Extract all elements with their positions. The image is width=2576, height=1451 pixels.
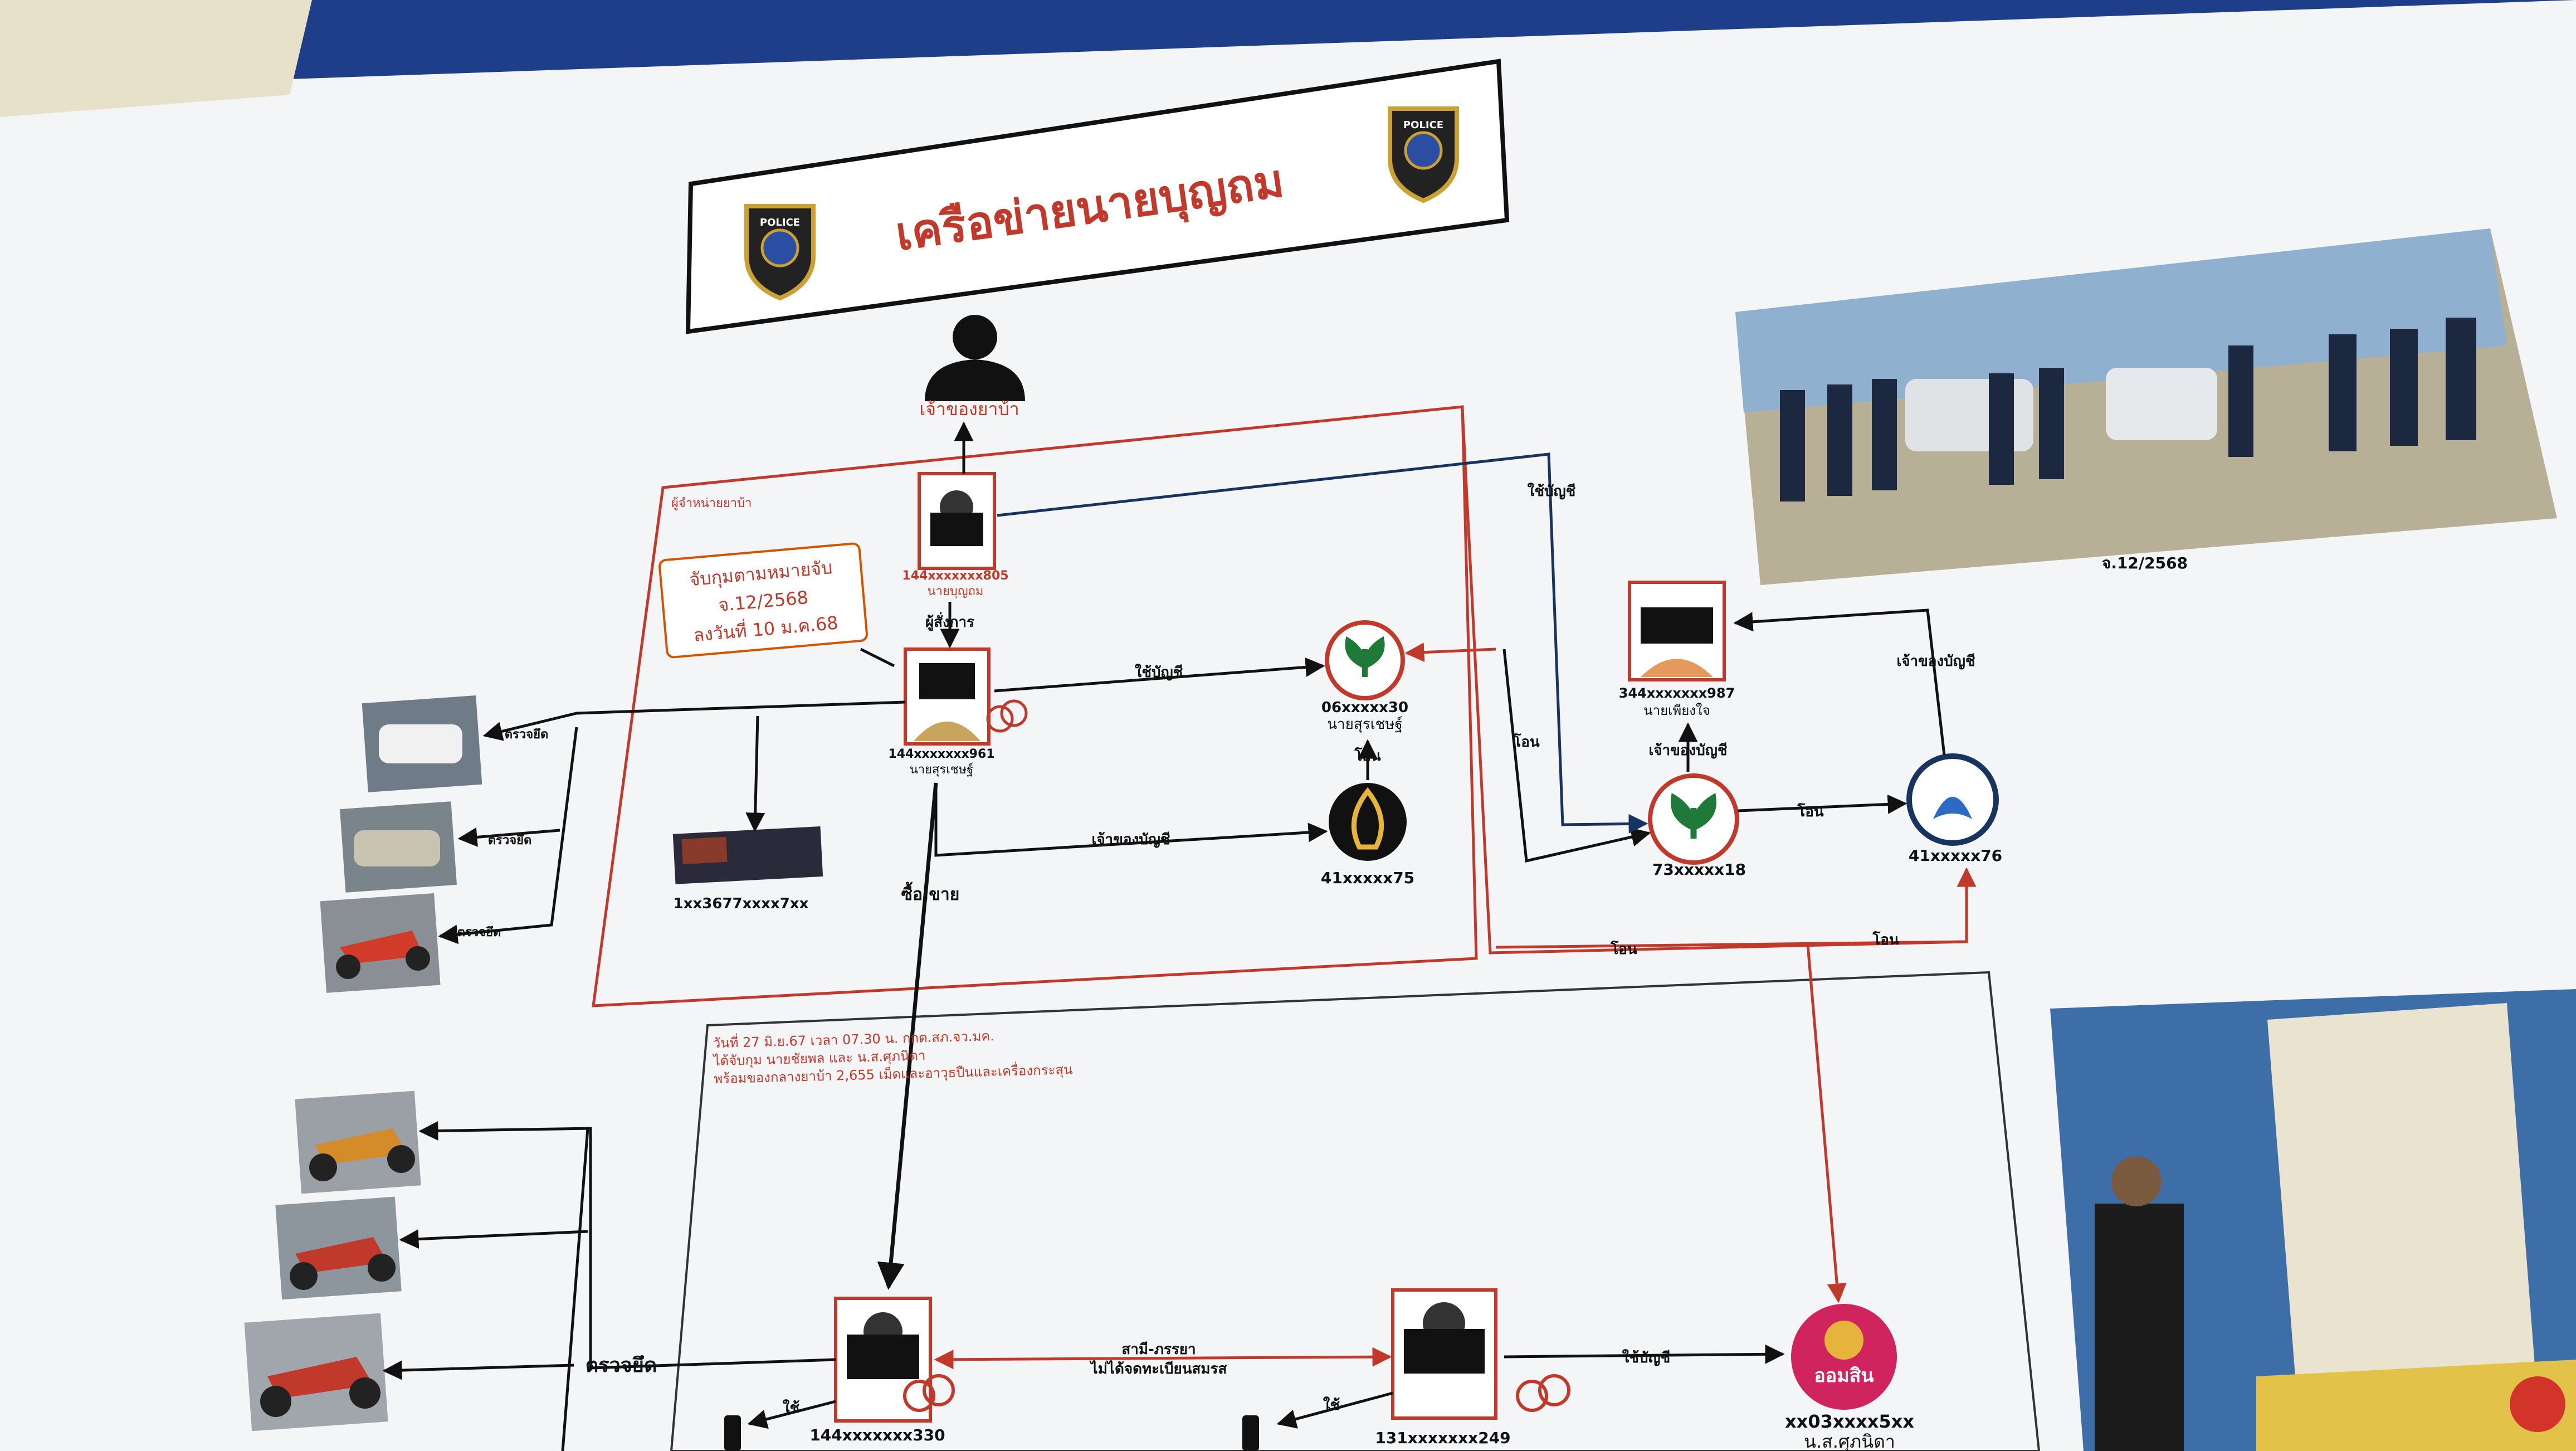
edge-label-transfer: โอน (1872, 931, 1899, 948)
krungthai-bird-icon (1933, 797, 1972, 819)
edge-label-transfer: โอน (1797, 802, 1824, 820)
edge-label-use: ใช้ (783, 1399, 799, 1416)
edge-label-transfer: โอน (1610, 940, 1637, 958)
dealer-group-box (592, 405, 1478, 1007)
person-id: 131xxxxxxx249 (1375, 1429, 1510, 1447)
person-card-249: 131xxxxxxx249 (1375, 1288, 1570, 1447)
edge-label-account-owner: เจ้าของบัญชี (1091, 831, 1170, 848)
edge-label-use-account: ใช้บัญชี (1622, 1349, 1671, 1366)
account-id: 41xxxxx76 (1909, 846, 2002, 865)
gsb-logo-text: ออมสิน (1814, 1365, 1874, 1387)
person-id: 144xxxxxxx961 (888, 747, 994, 761)
kbank-account-1: 06xxxxx30 นายสุรเชษฐ์ (1321, 620, 1408, 733)
edge-label-transfer: โอน (1513, 733, 1540, 751)
vehicle-photo-car-silver (340, 801, 457, 893)
gsb-account: ออมสิน xx03xxxx5xx น.ส.ศุภนิดา (1785, 1304, 1914, 1451)
arrest-note-box: จับกุมตามหมายจับ จ.12/2568 ลงวันที่ 10 ม… (658, 542, 868, 659)
evidence-room-photo (2050, 989, 2576, 1451)
kbank-leaf-icon (1670, 792, 1717, 839)
person-card-987: 344xxxxxxx987 นายเพียงใจ (1619, 581, 1735, 718)
person-name: นายเพียงใจ (1643, 703, 1710, 718)
red-connector-lines (934, 642, 1977, 1370)
edge-label-seize: ตรวจยึด (505, 728, 549, 742)
krungthai-account: 41xxxxx76 (1906, 753, 2002, 865)
badge-text: POLICE (1403, 119, 1443, 131)
photo-caption: จ.12/2568 (2102, 554, 2188, 572)
edge-label-seize: ตรวจยึด (586, 1354, 657, 1377)
edge-label-transfer: โอน (1354, 747, 1381, 765)
edge-labels: ผู้สั่งการ ใช้บัญชี โอน เจ้าของบัญชี ซื้… (457, 483, 1975, 1416)
owner-label: เจ้าของยาบ้า (919, 398, 1019, 420)
person-card-805: 144xxxxxxx805 นายบุญถม (902, 472, 1009, 598)
kbank-account-2: 73xxxxx18 (1648, 773, 1746, 879)
person-card-330: 144xxxxxxx330 (809, 1297, 955, 1444)
kbank-leaf-icon (1345, 636, 1385, 677)
phone-icon (1242, 1415, 1259, 1451)
edge-label-account-owner: เจ้าของบัญชี (1648, 742, 1727, 759)
ktb-account: 41xxxxx75 (1321, 783, 1414, 887)
edge-label-couple: ไม่ได้จดทะเบียนสมรส (1089, 1360, 1227, 1377)
arrest-team-photo: จ.12/2568 (1735, 228, 2557, 585)
vehicle-photo-motorbike-3 (244, 1313, 388, 1431)
account-holder: น.ส.ศุภนิดา (1804, 1431, 1895, 1451)
vehicle-photo-motorbike-red (320, 893, 441, 993)
person-card-961: 144xxxxxxx961 นายสุรเชษฐ์ (888, 647, 1028, 777)
vehicle-photo-motorbike-1 (295, 1090, 421, 1194)
edge-label-seize: ตรวจยึด (488, 834, 532, 848)
edge-label-order: ผู้สั่งการ (925, 611, 974, 631)
phone-icon (724, 1415, 741, 1451)
edge-label-use: ใช้ (1323, 1396, 1340, 1414)
edge-label-use-account: ใช้บัญชี (1135, 664, 1183, 681)
account-id: 73xxxxx18 (1652, 860, 1746, 879)
connector-lines (382, 421, 1946, 1451)
title-box: POLICE POLICE เครือข่ายนายบุญถม (685, 59, 1510, 334)
owner-silhouette: เจ้าของยาบ้า (919, 315, 1025, 420)
edge-label-use-account: ใช้บัญชี (1528, 483, 1576, 500)
account-id: 1xx3677xxxx7xx (674, 895, 809, 912)
account-id: 06xxxxx30 (1321, 699, 1408, 716)
vehicle-photo-car-white (362, 695, 482, 792)
person-id: 144xxxxxxx805 (902, 569, 1008, 583)
person-name: นายบุญถม (928, 585, 984, 598)
navy-connector-lines (997, 452, 1648, 834)
account-holder: นายสุรเชษฐ์ (1327, 716, 1402, 733)
account-id: 41xxxxx75 (1321, 869, 1414, 887)
account-id: xx03xxxx5xx (1785, 1411, 1914, 1432)
badge-text: POLICE (760, 217, 800, 228)
police-badge-left: POLICE (744, 204, 816, 301)
torn-paper-corner (0, 0, 312, 117)
social-account-thumb: 1xx3677xxxx7xx (672, 826, 823, 912)
edge-label-buy-sell: ซื้อ,ขาย (901, 882, 960, 904)
vehicle-photo-motorbike-2 (275, 1196, 402, 1300)
lower-group-box (670, 971, 2041, 1451)
police-badge-right: POLICE (1388, 106, 1459, 203)
edge-label-couple: สามี-ภรรยา (1121, 1341, 1196, 1358)
person-id: 144xxxxxxx330 (809, 1426, 945, 1444)
edge-label-seize: ตรวจยึด (457, 926, 501, 939)
edge-label-account-owner: เจ้าของบัญชี (1896, 653, 1975, 670)
bank-emblem-icon (1351, 787, 1384, 850)
person-name: นายสุรเชษฐ์ (910, 763, 974, 777)
person-id: 344xxxxxxx987 (1619, 685, 1735, 701)
group-tag: ผู้จำหน่ายยาบ้า (671, 496, 752, 510)
